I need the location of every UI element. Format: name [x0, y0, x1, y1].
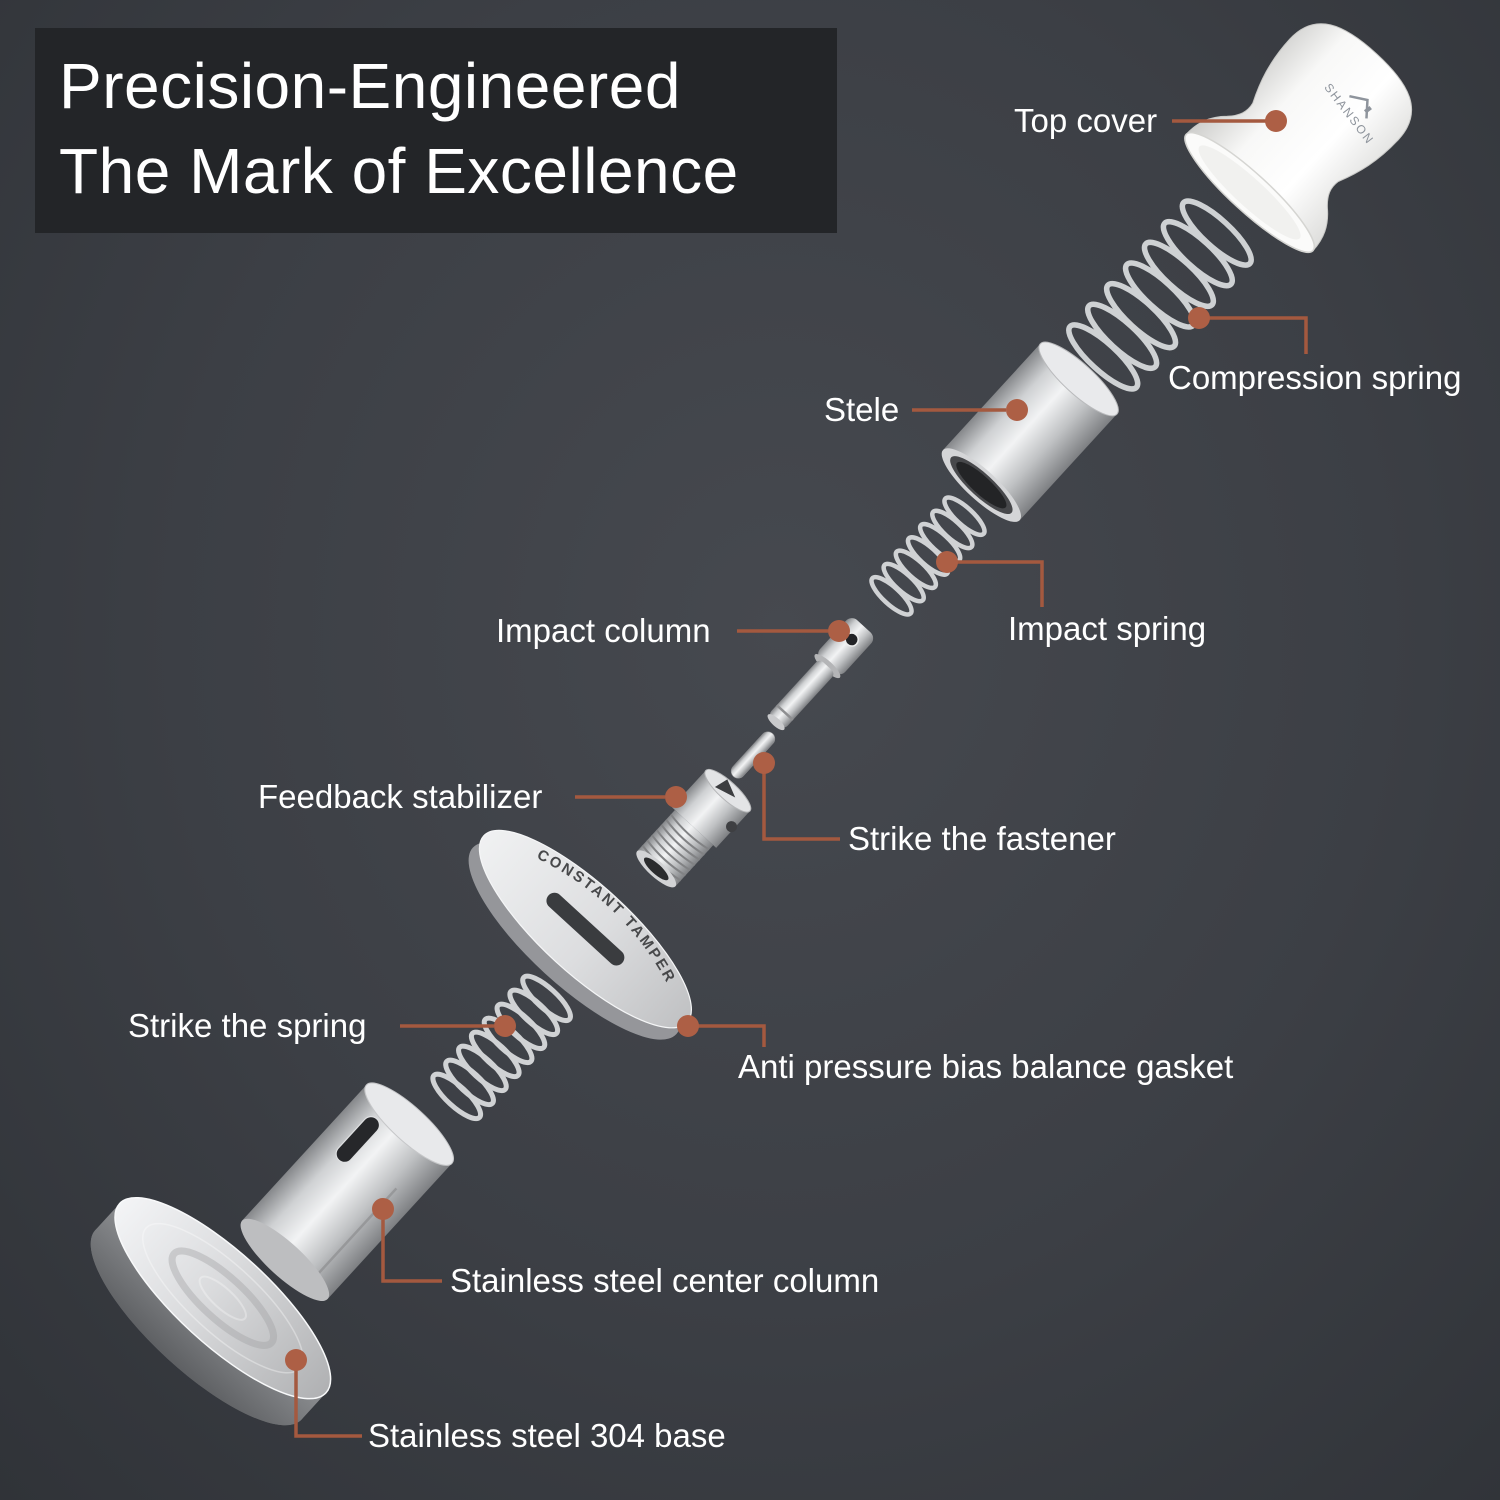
label-strike-fastener: Strike the fastener	[848, 820, 1116, 857]
dot-balance-gasket	[677, 1015, 699, 1037]
part-top-cover: SHANSON	[1184, 23, 1413, 253]
part-compression-spring	[1066, 198, 1254, 392]
part-strike-spring	[430, 973, 573, 1122]
connector-dots	[285, 110, 1287, 1371]
part-base	[90, 1196, 332, 1426]
line-compression-spring	[1199, 316, 1308, 354]
title-box: Precision-Engineered The Mark of Excelle…	[35, 28, 837, 233]
line-center-column	[381, 1209, 442, 1283]
dot-strike-spring	[494, 1015, 516, 1037]
dot-compression-spring	[1188, 307, 1210, 329]
line-balance-gasket	[688, 1024, 766, 1047]
title-line-2: The Mark of Excellence	[59, 135, 739, 208]
part-stele	[941, 341, 1119, 522]
label-balance-gasket: Anti pressure bias balance gasket	[738, 1048, 1234, 1085]
title-line-1: Precision-Engineered	[59, 50, 681, 122]
label-stele: Stele	[824, 391, 900, 428]
label-base: Stainless steel 304 base	[368, 1417, 726, 1454]
label-feedback-stabilizer: Feedback stabilizer	[258, 778, 543, 815]
dot-base	[285, 1349, 307, 1371]
label-impact-column: Impact column	[496, 612, 711, 649]
part-feedback-stabilizer	[636, 768, 752, 888]
dot-feedback-stabilizer	[665, 786, 687, 808]
label-top-cover: Top cover	[1014, 102, 1158, 139]
dot-stele	[1006, 399, 1028, 421]
part-center-column	[240, 1082, 454, 1301]
label-compression-spring: Compression spring	[1168, 359, 1462, 396]
part-impact-column	[767, 618, 874, 731]
line-base	[294, 1360, 362, 1438]
dot-impact-column	[828, 620, 850, 642]
line-impact-spring	[947, 560, 1044, 607]
dot-center-column	[372, 1198, 394, 1220]
label-impact-spring: Impact spring	[1008, 610, 1207, 647]
label-strike-spring: Strike the spring	[128, 1007, 367, 1044]
chimney-icon	[1363, 105, 1372, 114]
dot-strike-fastener	[753, 752, 775, 774]
connector-lines	[294, 119, 1308, 1438]
part-impact-spring	[869, 495, 987, 617]
label-center-column: Stainless steel center column	[450, 1262, 880, 1299]
dot-impact-spring	[936, 551, 958, 573]
line-strike-fastener	[762, 763, 840, 841]
dot-top-cover	[1265, 110, 1287, 132]
